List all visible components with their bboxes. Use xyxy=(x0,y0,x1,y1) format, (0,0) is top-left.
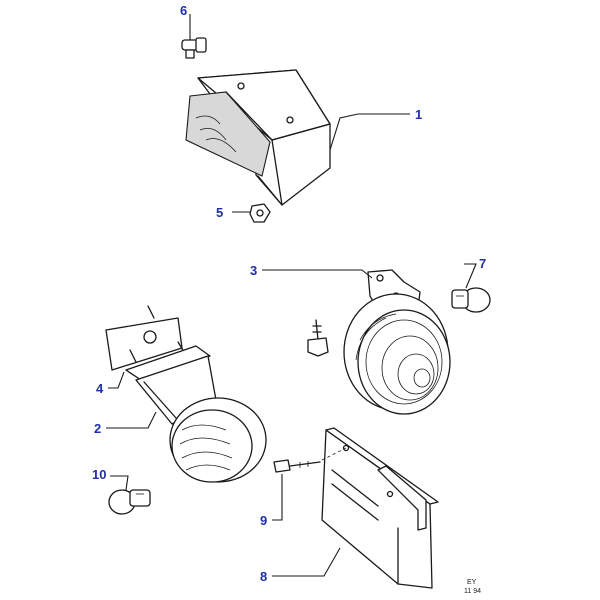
part-4-gasket-plate[interactable] xyxy=(105,305,185,371)
callout-8[interactable]: 8 xyxy=(260,569,267,584)
part-2-bullet-lamp[interactable] xyxy=(125,345,267,483)
part-1-lamp-housing[interactable] xyxy=(185,69,331,206)
leader-lines xyxy=(106,14,477,577)
part-8-bracket[interactable] xyxy=(321,427,439,589)
drawing-code-line2: 11 94 xyxy=(464,588,481,595)
callout-3[interactable]: 3 xyxy=(250,263,257,278)
part-7-bayonet-bulb[interactable] xyxy=(451,287,491,313)
part-6-wedge-bulb[interactable] xyxy=(181,37,207,59)
callout-labels: 1 6 5 3 7 4 2 10 9 8 xyxy=(92,3,486,584)
drawing-code-line1: EY xyxy=(467,579,477,586)
callout-5[interactable]: 5 xyxy=(216,205,223,220)
part-3-round-lamp[interactable] xyxy=(343,269,451,415)
callout-6[interactable]: 6 xyxy=(180,3,187,18)
callout-10[interactable]: 10 xyxy=(92,467,106,482)
callout-2[interactable]: 2 xyxy=(94,421,101,436)
part-5-nut[interactable] xyxy=(249,203,271,223)
callout-1[interactable]: 1 xyxy=(415,107,422,122)
callout-4[interactable]: 4 xyxy=(96,381,104,396)
part-10-bulb[interactable] xyxy=(108,489,151,515)
part-9-screw[interactable] xyxy=(273,459,321,473)
drawing-code: EY 11 94 xyxy=(464,579,481,595)
mounting-screw[interactable] xyxy=(307,319,329,357)
callout-9[interactable]: 9 xyxy=(260,513,267,528)
callout-7[interactable]: 7 xyxy=(479,256,486,271)
